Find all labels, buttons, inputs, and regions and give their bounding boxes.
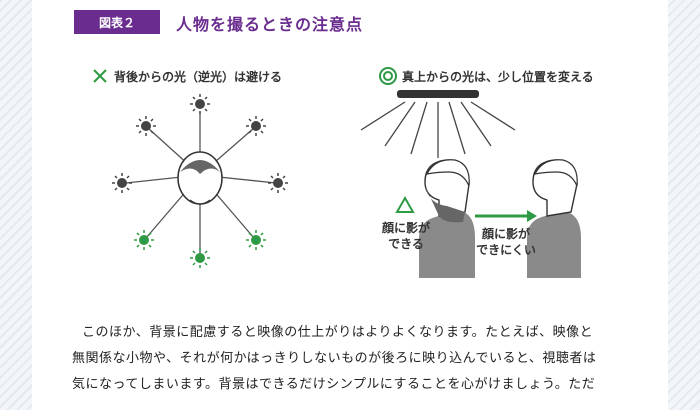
sun-icon-dark — [112, 94, 288, 193]
left-caption: 背後からの光（逆光）は避ける — [114, 70, 283, 84]
label-shadow-line1: 顔に影が — [381, 221, 430, 235]
backlight-diagram — [112, 94, 288, 268]
figure-title: 人物を撮るときの注意点 — [176, 15, 364, 34]
overhead-light-diagram — [360, 90, 581, 278]
right-caption: 真上からの光は、少し位置を変える — [402, 70, 594, 84]
body-line: このほか、背景に配慮すると映像の仕上がりはよりよくなります。たとえば、映像と — [82, 325, 594, 340]
cross-mark-icon — [93, 69, 107, 83]
double-circle-icon — [379, 67, 397, 85]
head-top-view — [177, 151, 223, 205]
label-no-shadow-line1: 顔に影が — [481, 227, 530, 241]
figure-label: 図表２ — [74, 10, 160, 34]
body-text: このほか、背景に配慮すると映像の仕上がりはよりよくなります。たとえば、映像と 無… — [72, 320, 622, 398]
person-profile-clear — [527, 159, 581, 278]
person-profile-shadow — [419, 159, 475, 278]
body-line: 無関係な小物や、それが何かはっきりしないものが後ろに映り込んでいると、視聴者は — [72, 351, 597, 366]
label-shadow: 顔に影が できる — [376, 220, 436, 252]
sun-icon-green — [134, 230, 266, 268]
body-line: 気になってしまいます。背景はできるだけシンプルにすることを心がけましょう。ただ — [72, 377, 596, 392]
triangle-icon — [395, 195, 415, 213]
label-no-shadow-line2: できにくい — [476, 243, 536, 257]
label-shadow-line2: できる — [388, 237, 424, 251]
arrow-icon — [475, 210, 537, 222]
light-bar — [397, 90, 479, 98]
label-no-shadow: 顔に影が できにくい — [468, 226, 544, 258]
